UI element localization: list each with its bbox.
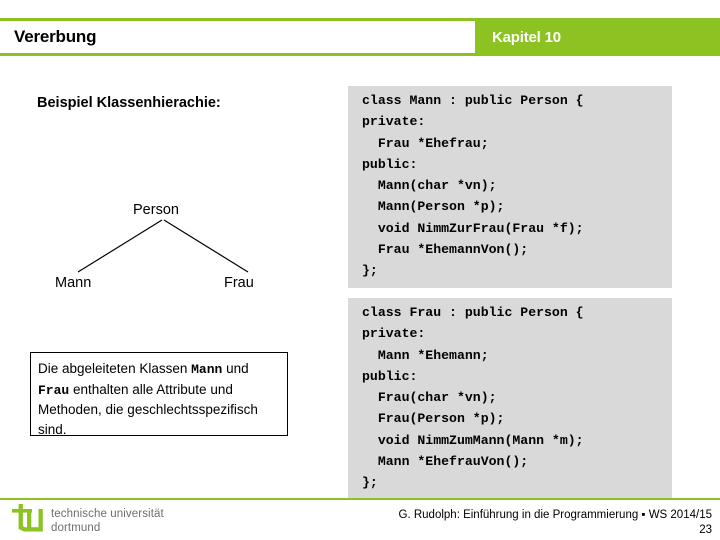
tree-node-frau: Frau: [224, 275, 254, 291]
description-box: Die abgeleiteten Klassen Mann und Frau e…: [30, 352, 288, 437]
description-mono-mann: Mann: [191, 362, 223, 377]
code-line: public:: [362, 368, 418, 384]
description-text-part1: Die abgeleiteten Klassen: [38, 361, 192, 376]
code-line: void NimmZurFrau(Frau *f);: [362, 220, 584, 236]
code-line: Frau(Person *p);: [362, 411, 505, 427]
code-line: class Frau : public Person {: [362, 305, 584, 320]
tu-logo-wordmark: technische universität dortmund: [51, 504, 164, 535]
code-line: Frau *EhemannVon();: [362, 242, 529, 258]
description-text-part2: und: [222, 361, 249, 376]
code-line: Mann(Person *p);: [362, 199, 505, 215]
page-number: 23: [699, 524, 712, 536]
code-line: Frau(char *vn);: [362, 390, 497, 406]
code-line: void NimmZumMann(Mann *m);: [362, 432, 584, 448]
code-line: private:: [362, 114, 426, 130]
footer-credit-text: G. Rudolph: Einführung in die Programmie…: [398, 509, 712, 521]
footer-divider: [0, 498, 720, 500]
description-text-part3: enthalten alle Attribute und Methoden, d…: [38, 381, 258, 437]
code-line: Mann *EhefrauVon();: [362, 454, 529, 470]
tu-logo-line1: technische universität: [51, 508, 164, 520]
code-block-class-frau: class Frau : public Person { private: Man…: [348, 298, 672, 498]
left-content-column: Beispiel Klassenhierachie: Person Mann F…: [0, 60, 340, 480]
code-line: public:: [362, 156, 418, 172]
header-title-box: Vererbung: [0, 21, 475, 53]
code-line: class Mann : public Person {: [362, 93, 584, 108]
tu-logo-icon: [12, 504, 43, 532]
section-heading: Beispiel Klassenhierachie:: [37, 95, 221, 111]
tree-node-mann: Mann: [55, 275, 92, 291]
code-line: };: [362, 475, 378, 491]
chapter-label: Kapitel 10: [492, 28, 561, 46]
description-mono-frau: Frau: [38, 382, 70, 398]
tree-node-person: Person: [133, 202, 179, 218]
footer-credit: G. Rudolph: Einführung in die Programmie…: [399, 508, 712, 538]
page-title: Vererbung: [14, 27, 97, 46]
code-block-class-mann: class Mann : public Person { private: Fra…: [348, 86, 672, 288]
tu-dortmund-logo: technische universität dortmund: [12, 504, 164, 535]
code-line: Mann(char *vn);: [362, 178, 497, 194]
code-line: Frau *Ehefrau;: [362, 135, 489, 151]
class-hierarchy-diagram: Person Mann Frau: [0, 190, 340, 295]
code-line: Mann *Ehemann;: [362, 347, 489, 363]
code-line: };: [362, 263, 378, 279]
code-line: private:: [362, 326, 426, 342]
tu-logo-line2: dortmund: [51, 521, 101, 534]
tree-connector-lines: [77, 219, 249, 273]
